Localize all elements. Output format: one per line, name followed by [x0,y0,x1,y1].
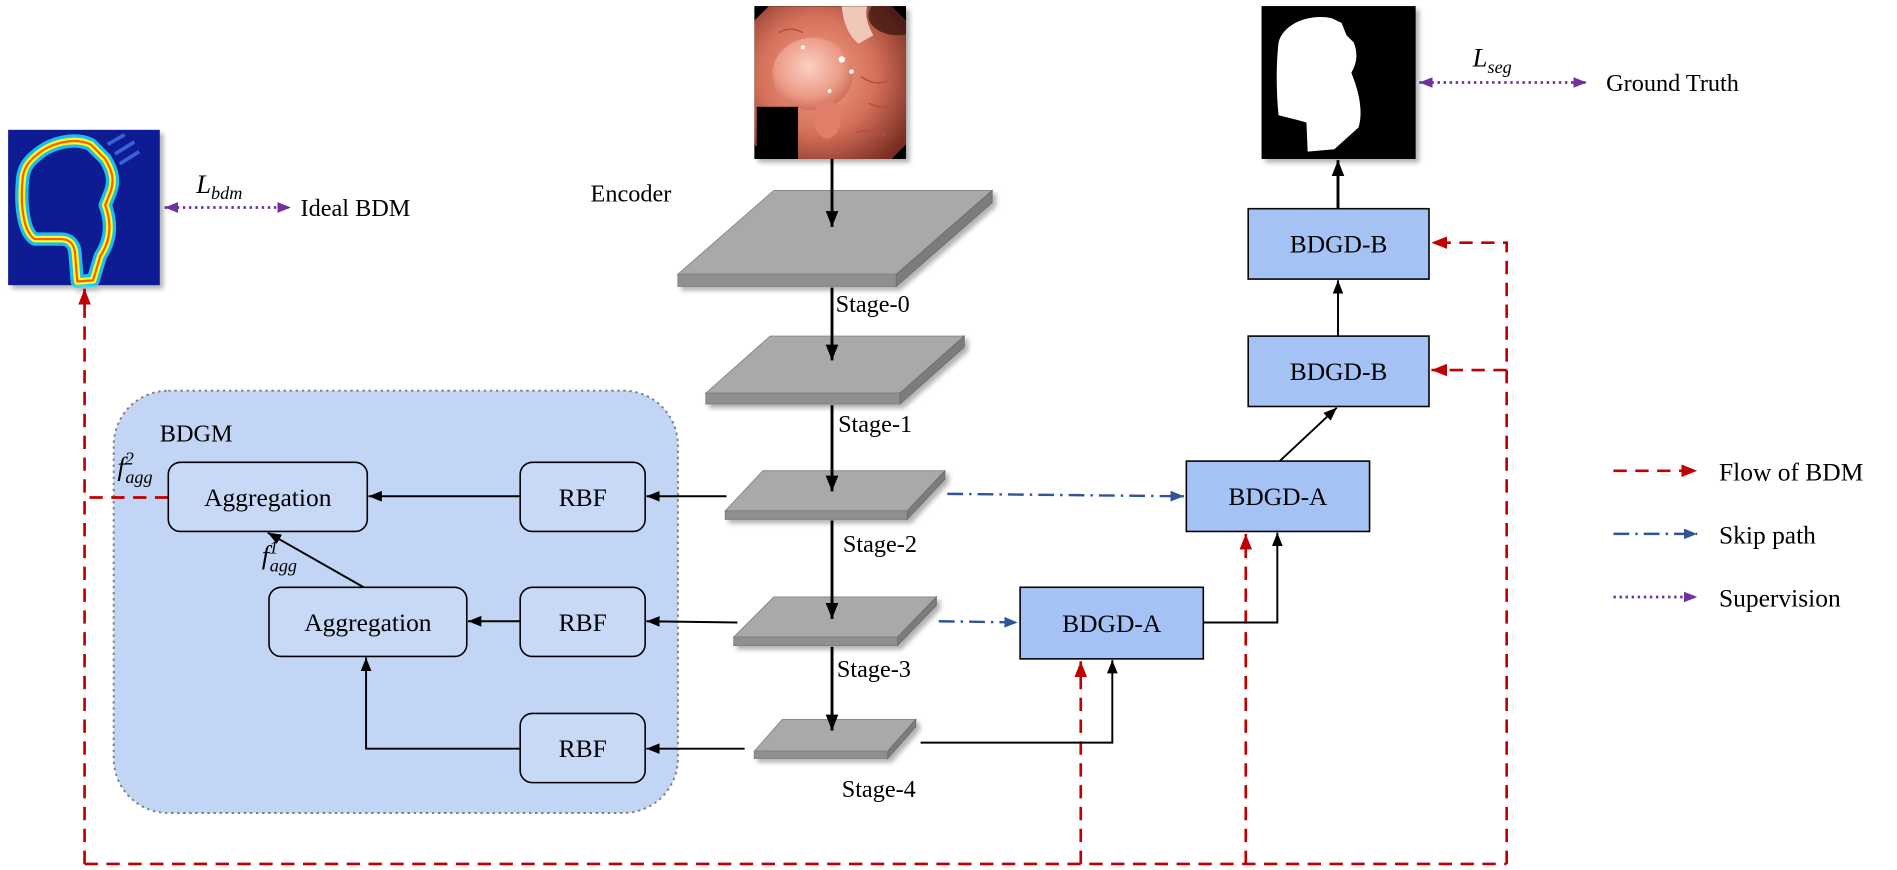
aggregation-box-upper [167,461,369,533]
instrument [841,6,874,44]
bdgm-arrows [267,490,745,754]
stage-2-plate [724,469,946,521]
aggregation-label-lower: Aggregation [304,608,432,637]
plate-front-face [733,636,899,647]
ideal-bdm-label: Ideal BDM [301,195,411,222]
polyp-lower [813,99,841,139]
arrow-bdgd-a-to-bdgd-b [1279,406,1338,462]
stage-3-plate [732,595,938,647]
arrow-rbf-3-to-aggregation-lower [360,657,521,750]
loss-seg-label: Lseg [1472,43,1512,77]
bdgd-a-label-upper: BDGD-A [1228,482,1328,511]
rbf-label-2: RBF [559,608,607,637]
bdgd-a-label-lower: BDGD-A [1062,609,1162,638]
stage-0-plate [676,189,994,288]
bdm-heatmap-image [8,129,160,289]
black-overlay-box [756,106,799,159]
prediction-mask-image [1261,6,1416,159]
skip-stage-2-to-bdgd-a-upper [947,490,1184,502]
rbf-label-3: RBF [559,734,607,763]
bdgd-a-box-lower [1019,586,1205,660]
arrow-aggregation-lower-to-upper [267,531,365,589]
stage-1-plate [704,335,966,406]
legend-flow-label: Flow of BDM [1719,458,1863,487]
stage-4-label: Stage-4 [842,776,916,803]
legend-skip-label: Skip path [1719,521,1816,550]
plate-top-face [724,470,946,512]
plate-side-face [897,595,937,647]
decoder-arrows [920,160,1345,744]
plate-front-face [705,392,901,405]
bdgd-b-label-upper: BDGD-B [1290,229,1388,258]
specular-highlight [827,89,832,93]
aggregation-label-upper: Aggregation [204,483,332,512]
bdgd-b-box-upper [1247,207,1430,280]
plate-side-face [895,189,993,288]
stage-4-plate [753,718,917,760]
bdgd-b-label-lower: BDGD-B [1290,357,1388,386]
aggregation-box-lower [268,586,468,658]
skip-stage-3-to-bdgd-a-lower [938,616,1018,628]
bdm-flow-to-bdgd-b-upper [1431,236,1508,864]
plate-side-face [906,469,946,521]
input-endoscopy-image [754,6,907,159]
arrow-stage-3-to-rbf-2 [646,616,738,627]
arrow-bdgd-a-lower-to-upper [1203,532,1283,624]
plate-front-face [724,510,908,520]
polyp [772,37,853,111]
legend: Flow of BDM Skip path Supervision [1613,458,1863,613]
rbf-label-1: RBF [559,483,607,512]
plate-side-face [899,335,965,406]
specular-highlight [800,45,805,50]
ground-truth-label: Ground Truth [1606,70,1739,97]
dark-lumen [868,6,907,36]
stage-1-label: Stage-1 [838,411,912,438]
bdgd-b-box-lower [1247,335,1430,408]
specular-highlight [838,56,845,63]
mask-foreground [1276,16,1361,152]
bdm-flow-paths [78,236,1508,866]
bdm-contour-core [20,140,114,283]
plate-front-face [677,273,897,287]
specular-highlight [849,69,854,74]
stage-2-label: Stage-2 [843,531,917,558]
loss-bdm-label: Lbdm [195,169,242,203]
legend-supervision-label: Supervision [1719,584,1841,613]
bdm-artifact-lines [106,133,141,166]
bdgd-a-box-upper [1185,460,1371,533]
stage-3-label: Stage-3 [837,656,911,683]
vessel-lines [778,28,898,137]
plate-front-face [753,750,889,759]
plate-side-face [887,718,917,760]
bdgm-label: BDGM [160,421,233,448]
plate-top-face [704,335,966,394]
stage-0-label: Stage-0 [836,291,910,318]
encoder-label: Encoder [591,180,672,207]
arrow-stage-4-to-bdgd-a-lower [920,660,1118,744]
